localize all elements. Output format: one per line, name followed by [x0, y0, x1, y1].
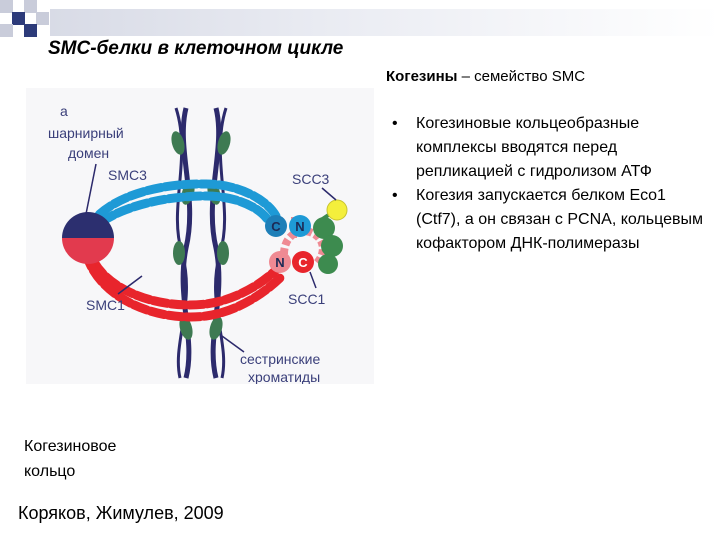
subtitle-term: Когезины [386, 68, 458, 85]
bullet-item: • Когезиновые кольцеобразные комплексы вв… [392, 112, 712, 184]
hinge-pointer [85, 163, 97, 215]
smc3-label: SMC3 [108, 167, 147, 183]
bullet-item: • Когезия запускается белком Eco1 (Ctf7),… [392, 184, 712, 256]
cohesin-ring-diagram: C N N C а шарнирный домен SMC3 SCC3 SMC1… [48, 103, 348, 384]
hinge-label: домен [68, 145, 109, 161]
ring-caption-line: Когезиновое [24, 438, 117, 455]
nucleosome [173, 241, 185, 265]
smc3-arm [83, 179, 281, 233]
chromatids-label: сестринские [240, 351, 320, 367]
panel-letter: а [60, 103, 68, 119]
smc3-head-n [289, 215, 311, 237]
hinge-label: шарнирный [48, 125, 124, 141]
scc3-pointer [321, 187, 337, 201]
smc1-label: SMC1 [86, 297, 125, 313]
head-n-bottom-label: N [275, 255, 284, 270]
decorative-squares [0, 0, 49, 37]
bullet-marker: • [392, 187, 398, 204]
scc3-subunit [326, 199, 348, 221]
scc1-chain [280, 227, 327, 267]
bullet-text: Когезия запускается белком Eco1 (Ctf7), … [416, 187, 703, 252]
chromatid-pointer [221, 335, 245, 353]
nucleosome [209, 316, 223, 340]
smc1-head-n [269, 251, 291, 273]
nucleosome [217, 241, 229, 265]
bullet-marker: • [392, 115, 398, 132]
nucleosome [217, 131, 231, 155]
nucleosome [171, 131, 185, 155]
scc1-c-domain [318, 254, 338, 274]
smc1-arm [81, 249, 287, 322]
scc1-c-domain [321, 235, 343, 257]
smc1-pointer [117, 275, 143, 295]
head-n-top-label: N [295, 219, 304, 234]
scc3-label: SCC3 [292, 171, 330, 187]
chromatids-label: хроматиды [248, 369, 320, 384]
smc3-head-c [265, 215, 287, 237]
hinge-domain-top [62, 212, 114, 238]
bullet-list: • Когезиновые кольцеобразные комплексы вв… [392, 112, 712, 256]
hinge-domain-bottom [62, 238, 114, 264]
scc1-pointer [309, 271, 317, 289]
ring-caption-line: кольцо [24, 463, 76, 480]
ring-caption: Когезиновое кольцо [24, 434, 184, 484]
title-band [50, 9, 720, 36]
smc3-arm [83, 191, 273, 239]
subtitle-rest: – семейство SMC [457, 68, 586, 85]
smc1-arm [83, 241, 283, 310]
head-c-top-label: C [271, 219, 281, 234]
smc1-head-c [292, 251, 314, 273]
head-c-bottom-label: C [298, 255, 308, 270]
citation: Коряков, Жимулев, 2009 [18, 503, 224, 523]
scc1-label: SCC1 [288, 291, 326, 307]
nucleosome [179, 316, 193, 340]
bullet-text: Когезиновые кольцеобразные комплексы вво… [416, 115, 652, 180]
subtitle: Когезины – семейство SMC [386, 68, 585, 85]
slide-title: SMC-белки в клеточном цикле [48, 38, 344, 59]
